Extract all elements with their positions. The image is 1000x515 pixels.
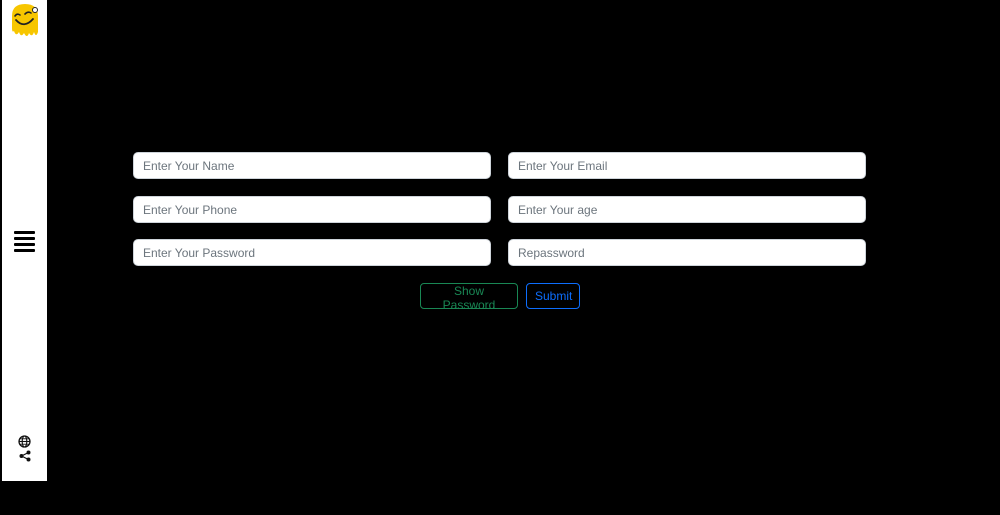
- phone-input[interactable]: [133, 196, 491, 223]
- age-input[interactable]: [508, 196, 866, 223]
- hamburger-menu-icon[interactable]: [14, 229, 35, 252]
- password-input[interactable]: [133, 239, 491, 266]
- sidebar: [2, 0, 47, 481]
- repassword-input[interactable]: [508, 239, 866, 266]
- globe-icon[interactable]: [18, 435, 31, 448]
- smiley-logo-icon[interactable]: [9, 2, 41, 40]
- email-input[interactable]: [508, 152, 866, 179]
- show-password-button[interactable]: Show Password: [420, 283, 518, 312]
- submit-button[interactable]: Submit: [526, 283, 580, 309]
- share-icon[interactable]: [19, 449, 31, 462]
- name-input[interactable]: [133, 152, 491, 179]
